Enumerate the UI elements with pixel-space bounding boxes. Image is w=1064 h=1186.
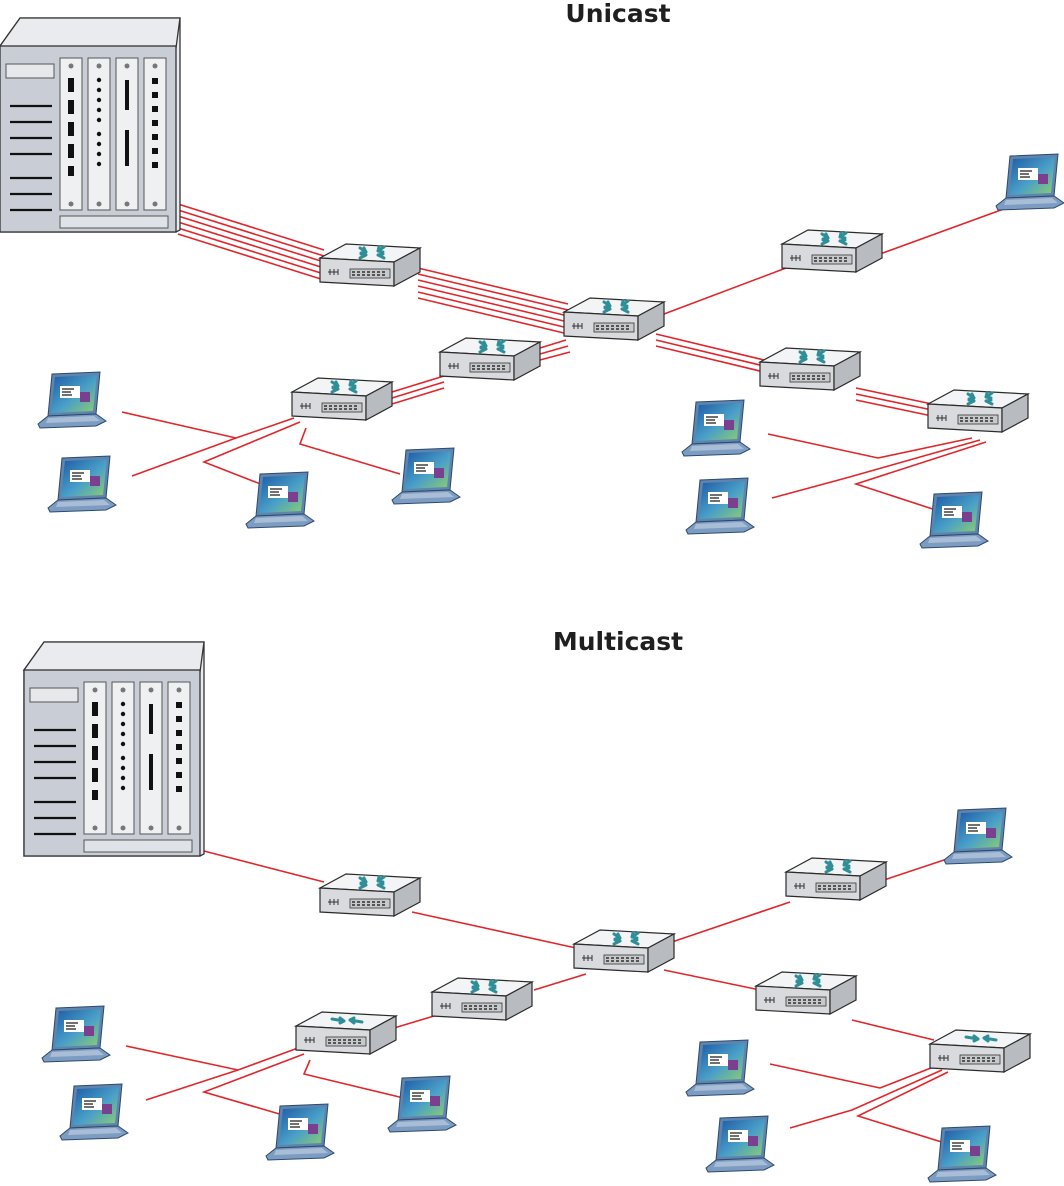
right-switch-to-laptops-links [767, 433, 987, 515]
unicast-laptop-icon [995, 153, 1064, 211]
core-to-right-router-bundle [655, 333, 765, 373]
multicast-laptop-icon [927, 1125, 997, 1183]
core-to-upper-right-router-link [671, 901, 791, 943]
unicast-laptop-icon [47, 455, 117, 513]
unicast-laptop-icon [245, 471, 315, 529]
unicast-laptop-icon [37, 371, 107, 429]
multicast-right-router-icon [754, 970, 858, 1016]
multicast-links [125, 849, 951, 1145]
upper-right-router-to-laptop-link [879, 205, 1013, 255]
upper-right-router-to-laptop-link [883, 857, 951, 881]
multicast-panel: Multicast [22, 627, 1032, 1183]
multicast-server-icon [22, 640, 206, 858]
right-switch-to-laptops-links [769, 1063, 949, 1145]
unicast-router-icon [318, 242, 422, 288]
multicast-title: Multicast [553, 627, 683, 656]
unicast-core-router-icon [562, 296, 666, 342]
unicast-laptop-icon [919, 491, 989, 549]
unicast-right-router-icon [758, 346, 862, 392]
multicast-router-icon [318, 872, 422, 918]
unicast-server-icon [0, 16, 182, 234]
server-to-router-bundle [177, 203, 325, 281]
unicast-panel: Unicast [0, 0, 1064, 549]
left-switch-to-laptops-links [125, 1045, 413, 1121]
left-switch-to-laptops-links [121, 411, 401, 491]
router-to-core-link [411, 911, 577, 949]
right-router-to-switch-bundle [855, 387, 933, 417]
unicast-links [121, 203, 1013, 515]
multicast-laptop-icon [943, 807, 1013, 865]
core-to-upper-right-router-link [663, 267, 787, 315]
multicast-left-router-icon [430, 976, 534, 1022]
unicast-title: Unicast [565, 0, 670, 28]
left-router-to-switch-bundle [391, 375, 445, 405]
core-to-right-router-link [663, 969, 761, 991]
left-router-to-switch-link [393, 1015, 435, 1029]
core-to-left-router-link [533, 973, 587, 991]
multicast-laptop-icon [387, 1075, 457, 1133]
multicast-core-router-icon [572, 928, 676, 974]
core-to-left-router-bundle [539, 339, 571, 361]
router-to-core-bundle [417, 267, 569, 335]
unicast-right-switch-icon [926, 388, 1030, 434]
unicast-upper-right-router-icon [780, 228, 884, 274]
unicast-laptop-icon [681, 399, 751, 457]
server-to-router-link [199, 849, 325, 883]
multicast-upper-right-router-icon [784, 856, 888, 902]
multicast-right-switch-icon [928, 1028, 1032, 1074]
multicast-laptop-icon [41, 1005, 111, 1063]
unicast-laptop-icon [685, 477, 755, 535]
right-router-to-switch-link [851, 1019, 935, 1041]
unicast-left-router-icon [438, 336, 542, 382]
unicast-left-switch-icon [290, 376, 394, 422]
multicast-laptop-icon [705, 1115, 775, 1173]
unicast-laptop-icon [391, 447, 461, 505]
multicast-laptop-icon [59, 1083, 129, 1141]
multicast-laptop-icon [685, 1039, 755, 1097]
multicast-left-switch-icon [294, 1010, 398, 1056]
